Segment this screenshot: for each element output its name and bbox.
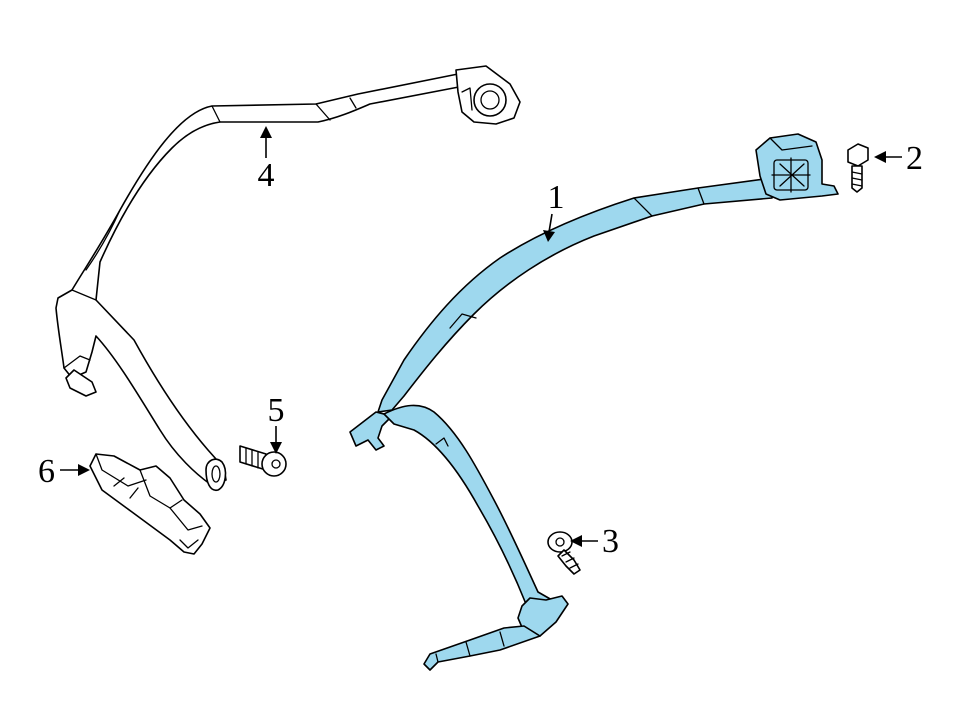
callout-6-label: 6	[38, 453, 55, 490]
part-5-bolt	[239, 445, 287, 477]
part-6-buckle	[89, 453, 211, 555]
callout-3-label: 3	[602, 523, 619, 560]
part-1-anchor-plate	[349, 411, 393, 451]
callout-5: 5	[268, 392, 285, 454]
callout-3: 3	[570, 523, 619, 560]
part-1-seat-belt	[349, 133, 839, 671]
part-1-buckle	[517, 595, 569, 637]
part-1-retractor	[755, 133, 839, 201]
part-4-lower-tab	[65, 369, 97, 397]
callout-4: 4	[258, 126, 275, 194]
callout-4-label: 4	[258, 157, 275, 194]
part-4-belt-guide	[55, 65, 521, 492]
part-1-lower-strap	[383, 404, 553, 609]
callout-5-label: 5	[268, 392, 285, 429]
callout-1: 1	[543, 179, 565, 242]
callout-2-label: 2	[906, 140, 923, 177]
part-2-bolt	[847, 143, 869, 193]
part-1-buckle-stalk	[423, 625, 541, 671]
part-4-strap	[55, 73, 465, 485]
callout-6: 6	[38, 453, 90, 490]
callout-1-label: 1	[548, 179, 565, 216]
part-3-bolt	[547, 531, 581, 575]
part-4-loop-end	[205, 458, 227, 492]
part-1-upper-strap	[377, 177, 773, 413]
callout-2: 2	[874, 140, 923, 177]
